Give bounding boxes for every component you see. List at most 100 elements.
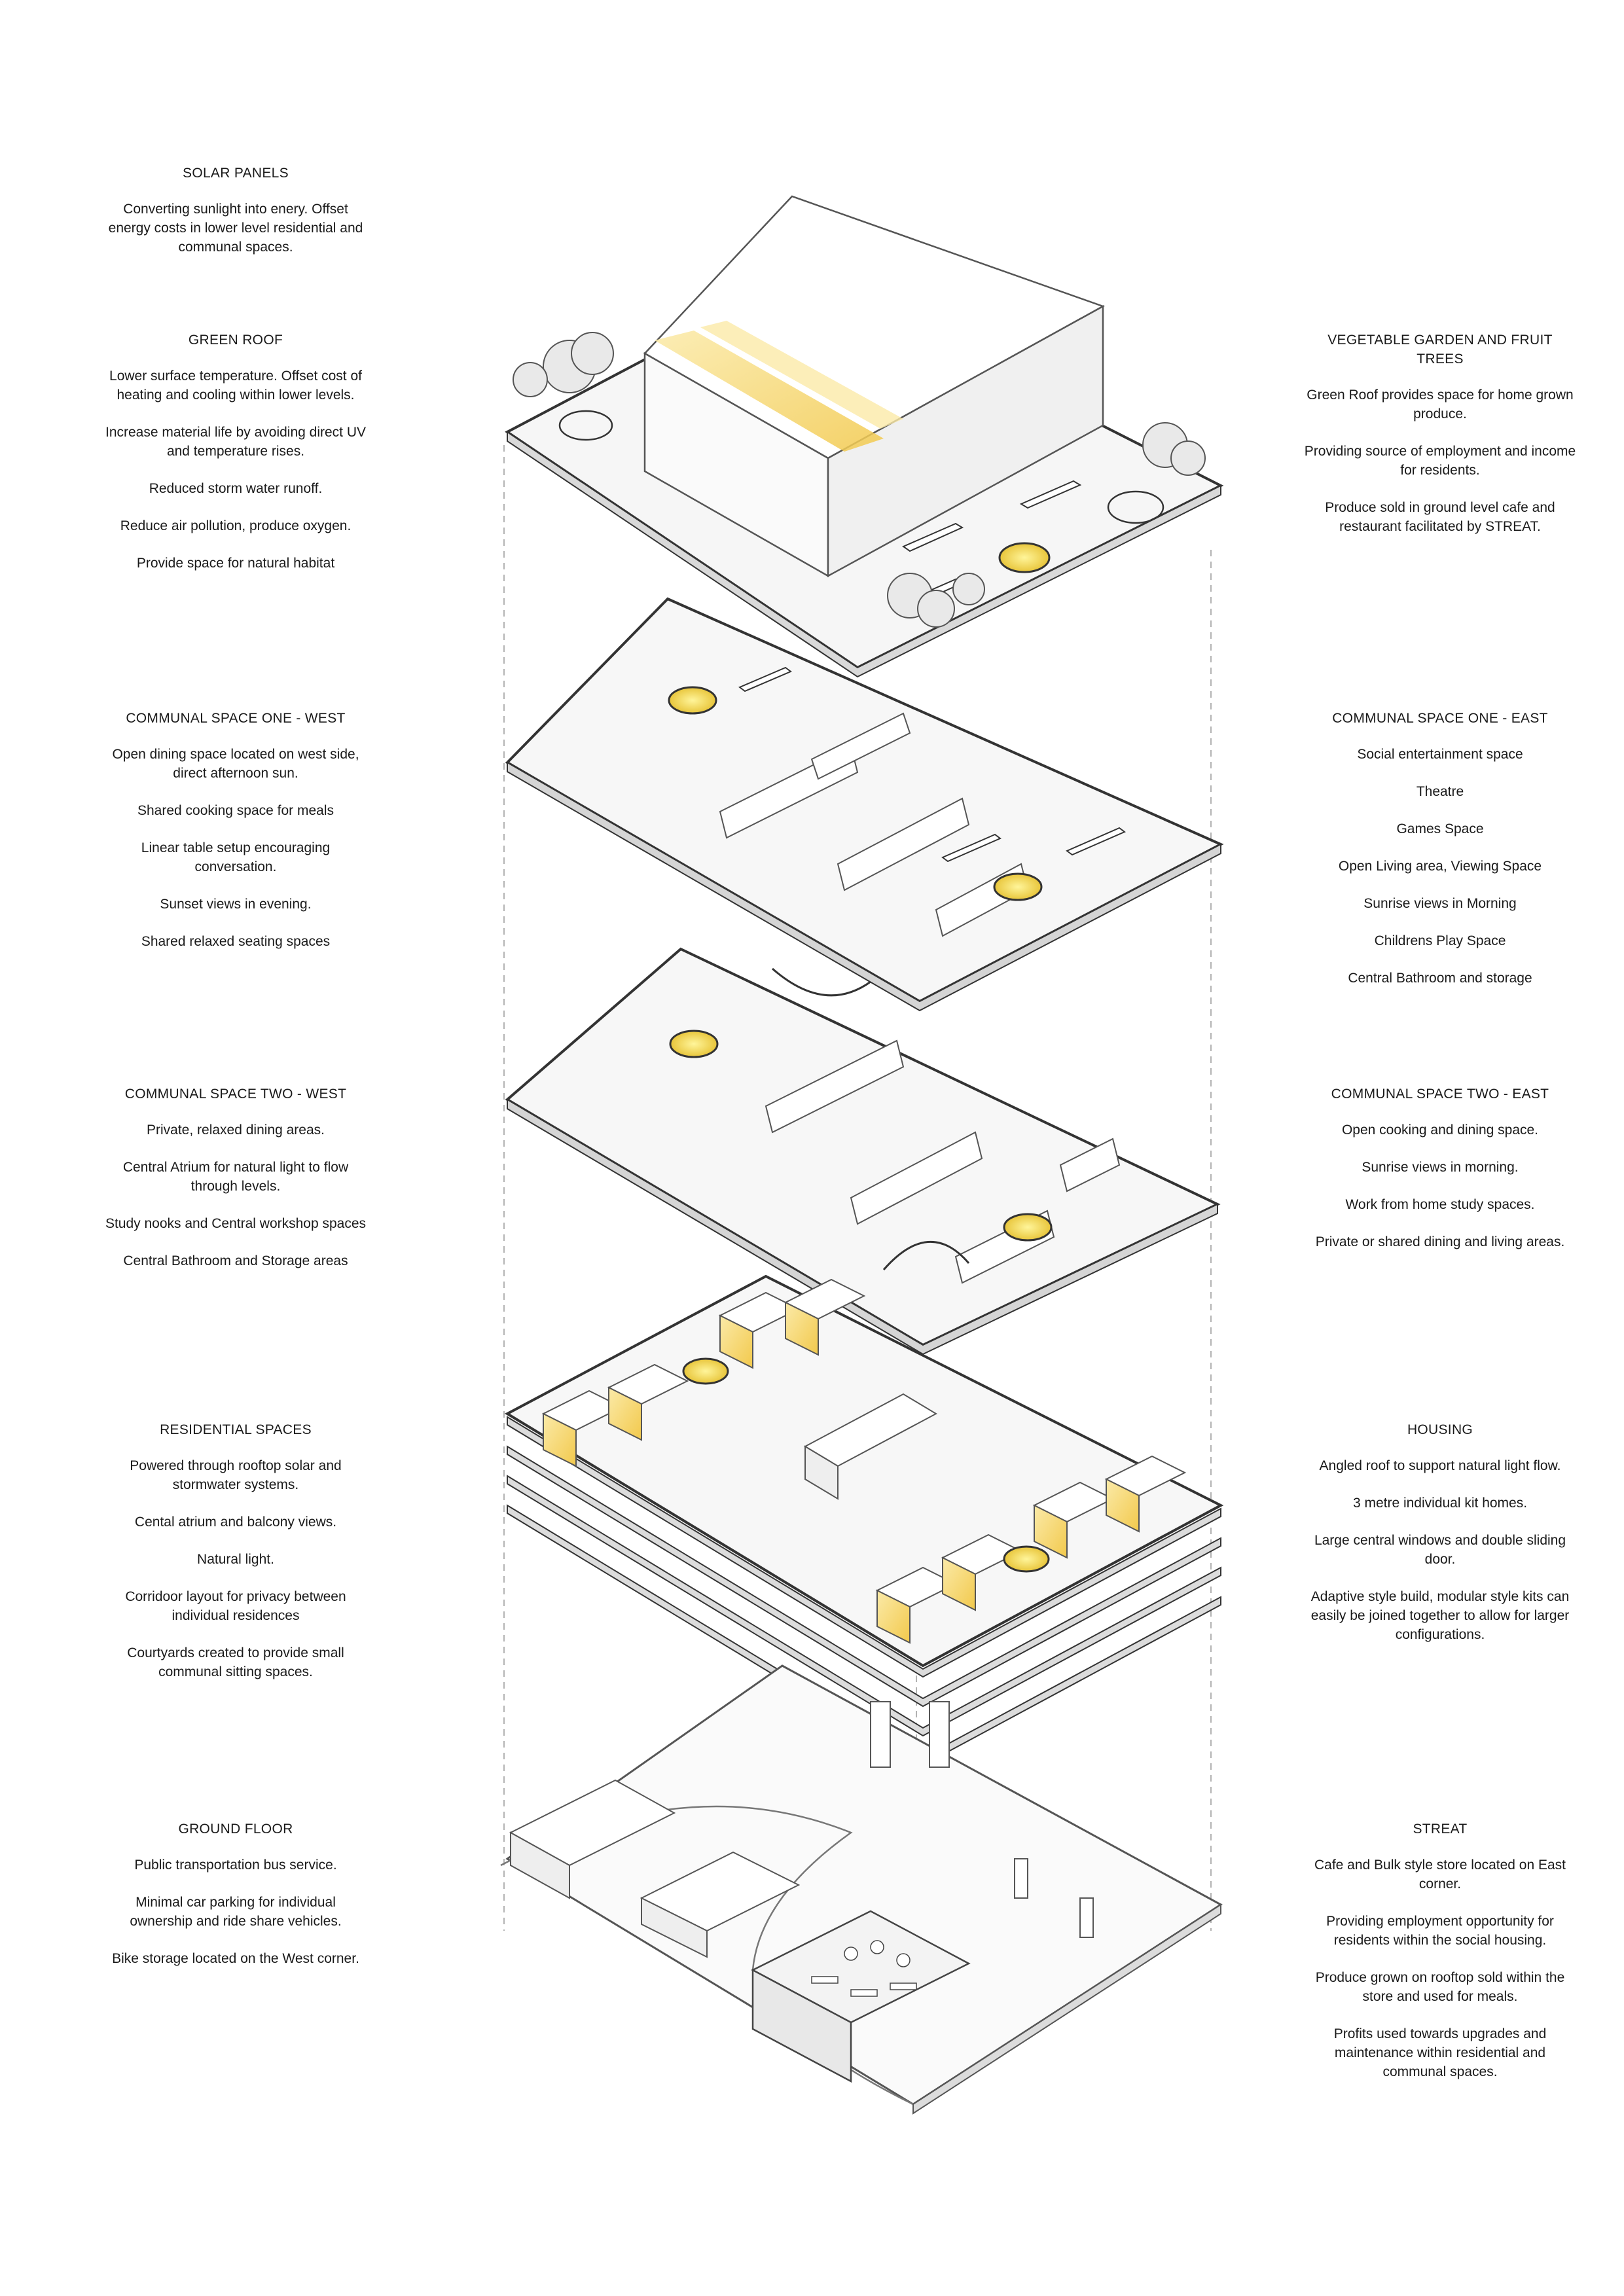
communal-one-table bbox=[941, 833, 1001, 863]
ground-floor-slab bbox=[505, 1664, 1223, 2106]
annotation-item: Courtyards created to provide small comm… bbox=[127, 1645, 344, 1679]
annotation-item: Open dining space located on west side, … bbox=[112, 747, 359, 781]
communal-one-partition bbox=[837, 797, 970, 891]
communal-space-one-level bbox=[505, 597, 1224, 1012]
annotation-item: Work from home study spaces. bbox=[1345, 1197, 1535, 1212]
residential-levels bbox=[504, 1274, 1224, 1767]
annotation-item: Games Space bbox=[1396, 821, 1484, 836]
annotation-item: Provide space for natural habitat bbox=[136, 556, 335, 571]
roof-seating-ring bbox=[1107, 490, 1164, 524]
annotation-title: GROUND FLOOR bbox=[178, 1821, 293, 1837]
annotation-item: Reduce air pollution, produce oxygen. bbox=[120, 518, 352, 533]
annotation-title: COMMUNAL SPACE ONE - EAST bbox=[1332, 711, 1548, 726]
roof-table bbox=[1019, 480, 1082, 509]
annotation-title: COMMUNAL SPACE ONE - WEST bbox=[126, 711, 346, 726]
annotation-title: HOUSING bbox=[1407, 1422, 1473, 1437]
annotation-item: Central Bathroom and storage bbox=[1348, 971, 1532, 986]
annotation-item: Converting sunlight into enery. Offset e… bbox=[108, 202, 363, 255]
communal-two-curved-wall bbox=[772, 967, 871, 997]
annotation-item: Linear table setup encouraging conversat… bbox=[141, 840, 331, 874]
roof-trees bbox=[513, 332, 1206, 628]
communal-one-slab-edge bbox=[507, 761, 1221, 1012]
annotation-item: Profits used towards upgrades and mainte… bbox=[1333, 2026, 1547, 2079]
roof-seating-ring bbox=[558, 410, 613, 441]
upper-volume-right bbox=[827, 304, 1104, 578]
communal-two-curved-wall bbox=[882, 1241, 970, 1270]
annotation-title: COMMUNAL SPACE TWO - WEST bbox=[124, 1086, 347, 1102]
annotation-item: Produce sold in ground level cafe and re… bbox=[1325, 500, 1555, 534]
ground-floor-slab-edge bbox=[912, 1903, 1221, 2115]
ground-floor-level bbox=[500, 1664, 1223, 2115]
solar-panel-strip bbox=[655, 331, 884, 452]
streat-store-wall bbox=[751, 1968, 852, 2083]
support-columns bbox=[870, 1701, 1094, 1938]
solar-panel-strip bbox=[700, 321, 903, 429]
communal-two-pool bbox=[669, 1030, 719, 1058]
annotation-item: Open cooking and dining space. bbox=[1341, 1122, 1539, 1138]
annotation-item: Adaptive style build, modular style kits… bbox=[1310, 1589, 1570, 1642]
communal-one-partition bbox=[810, 712, 911, 780]
communal-two-slab-edge bbox=[507, 1098, 1218, 1355]
roof-table bbox=[901, 522, 964, 552]
annotation-c1w: COMMUNAL SPACE ONE - WEST Open dining spa… bbox=[105, 709, 367, 969]
communal-one-table bbox=[738, 666, 792, 692]
annotation-title: RESIDENTIAL SPACES bbox=[160, 1422, 312, 1437]
annotation-green: GREEN ROOF Lower surface temperature. Off… bbox=[105, 331, 367, 591]
annotation-item: Bike storage located on the West corner. bbox=[112, 1951, 359, 1966]
annotation-title: GREEN ROOF bbox=[188, 332, 283, 348]
annotation-item: Cental atrium and balcony views. bbox=[134, 1515, 337, 1530]
annotation-item: Large central windows and double sliding… bbox=[1314, 1533, 1566, 1567]
annotation-housing: HOUSING Angled roof to support natural li… bbox=[1303, 1420, 1578, 1662]
annotation-item: Shared cooking space for meals bbox=[137, 803, 334, 818]
residential-core bbox=[804, 1445, 839, 1500]
annotation-item: Open Living area, Viewing Space bbox=[1338, 859, 1542, 874]
annotation-item: Providing source of employment and incom… bbox=[1304, 444, 1576, 478]
annotation-item: Central Atrium for natural light to flow… bbox=[122, 1160, 349, 1194]
kit-homes-west bbox=[541, 1278, 866, 1467]
annotation-c2w: COMMUNAL SPACE TWO - WEST Private, relaxe… bbox=[105, 1085, 367, 1289]
annotation-item: Natural light. bbox=[197, 1552, 274, 1567]
annotation-item: Providing employment opportunity for res… bbox=[1326, 1914, 1554, 1948]
annotation-item: Sunset views in evening. bbox=[160, 897, 312, 912]
annotation-item: Minimal car parking for individual owner… bbox=[130, 1895, 342, 1929]
annotation-item: Sunrise views in morning. bbox=[1362, 1160, 1519, 1175]
annotation-c1e: COMMUNAL SPACE ONE - EAST Social entertai… bbox=[1303, 709, 1578, 1006]
annotation-item: Social entertainment space bbox=[1357, 747, 1523, 762]
communal-two-pool bbox=[1003, 1213, 1053, 1242]
residential-top-slab bbox=[504, 1274, 1224, 1668]
annotation-item: 3 metre individual kit homes. bbox=[1352, 1496, 1528, 1511]
communal-space-two-level bbox=[505, 947, 1221, 1355]
annotation-item: Increase material life by avoiding direc… bbox=[105, 425, 366, 459]
parking-block-side bbox=[641, 1897, 708, 1958]
annotation-item: Private, relaxed dining areas. bbox=[147, 1122, 325, 1138]
annotation-item: Childrens Play Space bbox=[1374, 933, 1506, 948]
annotation-item: Corridoor layout for privacy between ind… bbox=[125, 1589, 346, 1623]
roof-level bbox=[505, 195, 1224, 678]
annotation-item: Produce grown on rooftop sold within the… bbox=[1315, 1970, 1565, 2004]
roof-pool bbox=[998, 542, 1051, 573]
communal-two-partition bbox=[850, 1131, 983, 1225]
annotation-item: Angled roof to support natural light flo… bbox=[1319, 1458, 1561, 1473]
annotation-title: COMMUNAL SPACE TWO - EAST bbox=[1331, 1086, 1549, 1102]
annotation-item: Central Bathroom and Storage areas bbox=[123, 1253, 348, 1268]
annotation-item: Study nooks and Central workshop spaces bbox=[105, 1216, 367, 1231]
residential-atrium-pool bbox=[682, 1357, 729, 1385]
residential-atrium-pool bbox=[1003, 1545, 1050, 1573]
annotation-item: Sunrise views in Morning bbox=[1363, 896, 1517, 911]
annotation-item: Private or shared dining and living area… bbox=[1315, 1234, 1565, 1249]
annotation-title: STREAT bbox=[1413, 1821, 1468, 1837]
annotation-title: VEGETABLE GARDEN AND FRUIT TREES bbox=[1327, 332, 1553, 367]
bus-shelter-side bbox=[510, 1831, 570, 1899]
annotation-c2e: COMMUNAL SPACE TWO - EAST Open cooking an… bbox=[1303, 1085, 1578, 1270]
annotation-gf: GROUND FLOOR Public transportation bus se… bbox=[105, 1820, 367, 1986]
annotation-item: Lower surface temperature. Offset cost o… bbox=[109, 368, 362, 403]
annotation-item: Public transportation bus service. bbox=[134, 1857, 337, 1873]
streat-seating bbox=[811, 1940, 917, 1997]
communal-one-table bbox=[1066, 827, 1126, 856]
communal-two-partition bbox=[765, 1039, 905, 1134]
